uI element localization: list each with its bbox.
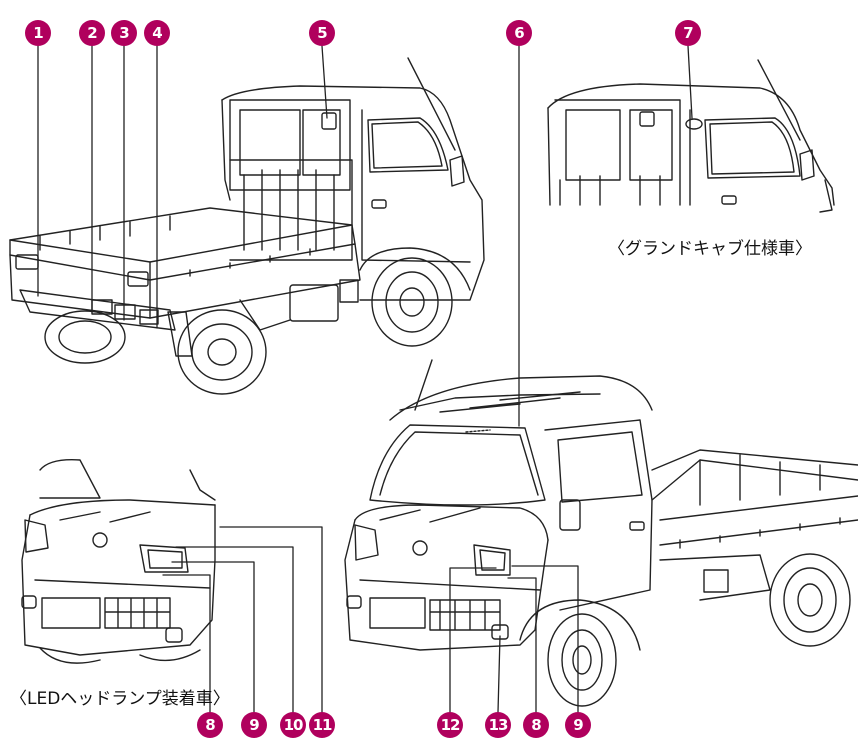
callout-5: 5 (309, 20, 335, 46)
rear-view-truck (9, 57, 485, 395)
callout-1: 1 (25, 20, 51, 46)
callout-4: 4 (144, 20, 170, 46)
callout-12: 12 (437, 712, 463, 738)
callout-9-left: 9 (241, 712, 267, 738)
callout-9-right: 9 (565, 712, 591, 738)
callout-6: 6 (506, 20, 532, 46)
caption-grand-cab: 〈グランドキャブ仕様車〉 (608, 239, 812, 259)
callout-2: 2 (79, 20, 105, 46)
callout-13: 13 (485, 712, 511, 738)
callout-8-right: 8 (523, 712, 549, 738)
leader-lines (37, 45, 693, 713)
callout-7: 7 (675, 20, 701, 46)
grand-cab-view (547, 59, 835, 213)
caption-led-headlamp: 〈LEDヘッドランプ装着車〉 (10, 689, 230, 709)
front-view-truck (344, 359, 858, 707)
callout-8-left: 8 (197, 712, 223, 738)
led-headlamp-front (21, 459, 216, 664)
callout-3: 3 (111, 20, 137, 46)
callout-11: 11 (309, 712, 335, 738)
callout-10: 10 (280, 712, 306, 738)
